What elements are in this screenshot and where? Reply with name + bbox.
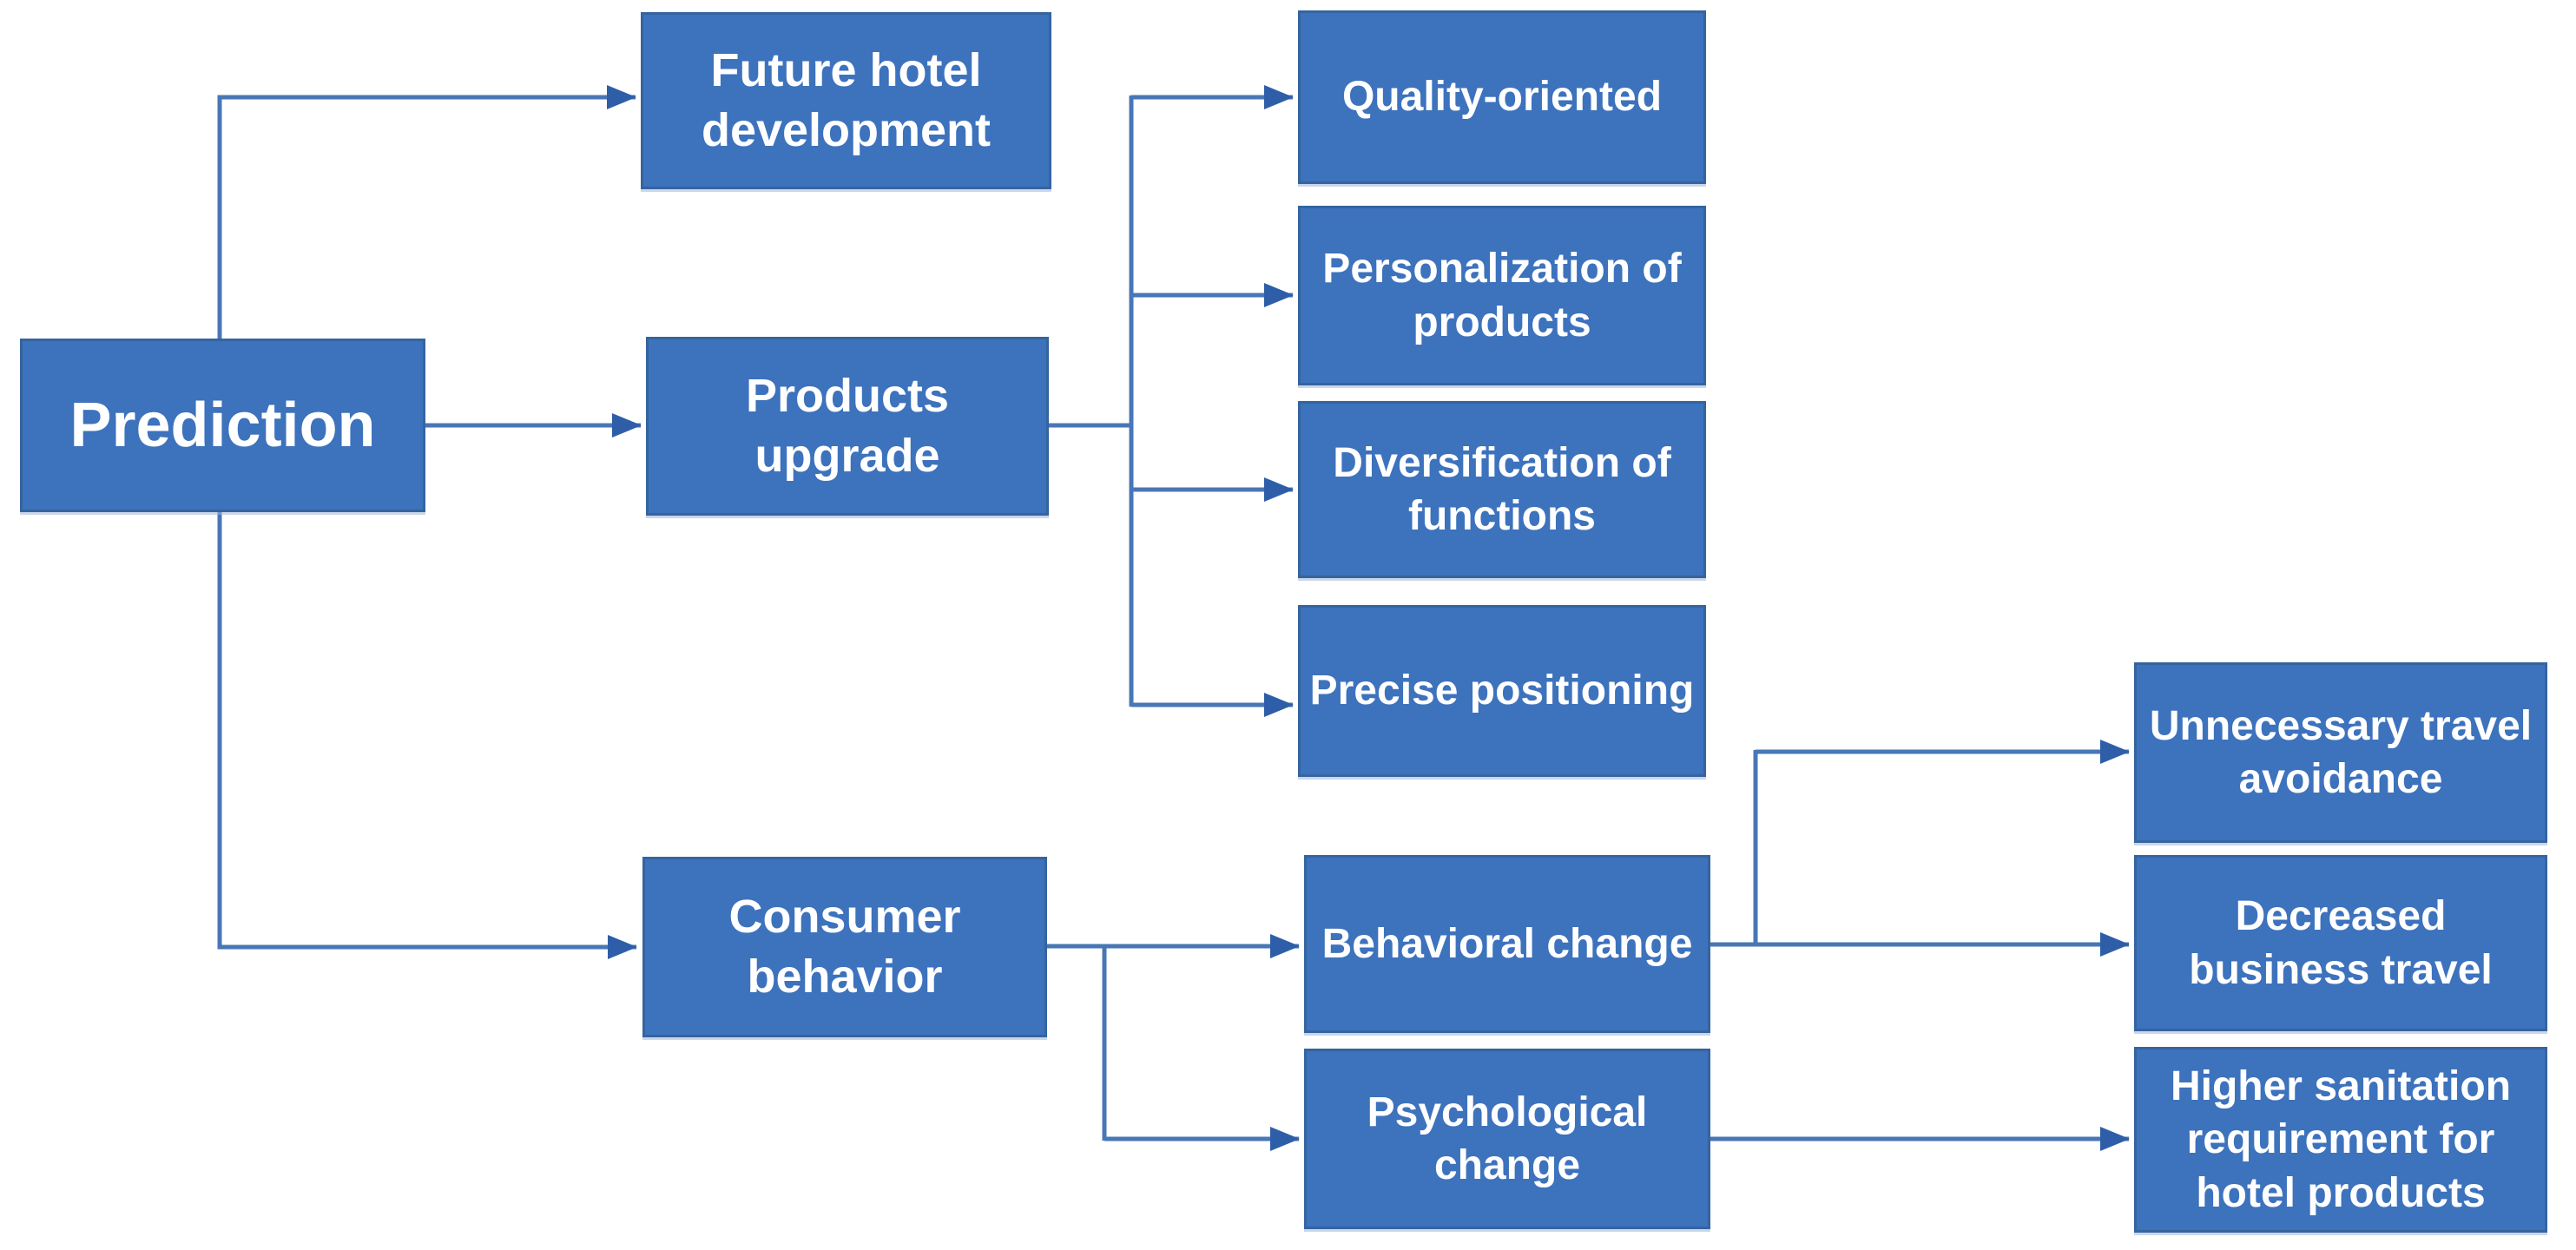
node-precise-positioning: Precise positioning xyxy=(1298,605,1706,777)
node-consumer-behavior: Consumer behavior xyxy=(642,857,1047,1037)
node-quality-oriented: Quality-oriented xyxy=(1298,10,1706,184)
node-higher-sanitation-requirement: Higher sanitation requirement for hotel … xyxy=(2134,1047,2547,1233)
node-psychological-change: Psychological change xyxy=(1304,1049,1710,1229)
node-products-upgrade: Products upgrade xyxy=(646,337,1049,516)
node-future-hotel-development: Future hotel development xyxy=(641,12,1051,189)
edge-prediction-future-hotel xyxy=(217,85,636,339)
node-behavioral-change: Behavioral change xyxy=(1304,855,1710,1033)
node-decreased-business-travel: Decreased business travel xyxy=(2134,855,2547,1031)
node-diversification-of-functions: Diversification of functions xyxy=(1298,401,1706,578)
node-personalization-of-products: Personalization of products xyxy=(1298,206,1706,385)
node-unnecessary-travel-avoidance: Unnecessary travel avoidance xyxy=(2134,662,2547,843)
edge-prediction-consumer-behavior xyxy=(217,512,637,959)
node-prediction: Prediction xyxy=(20,339,425,512)
